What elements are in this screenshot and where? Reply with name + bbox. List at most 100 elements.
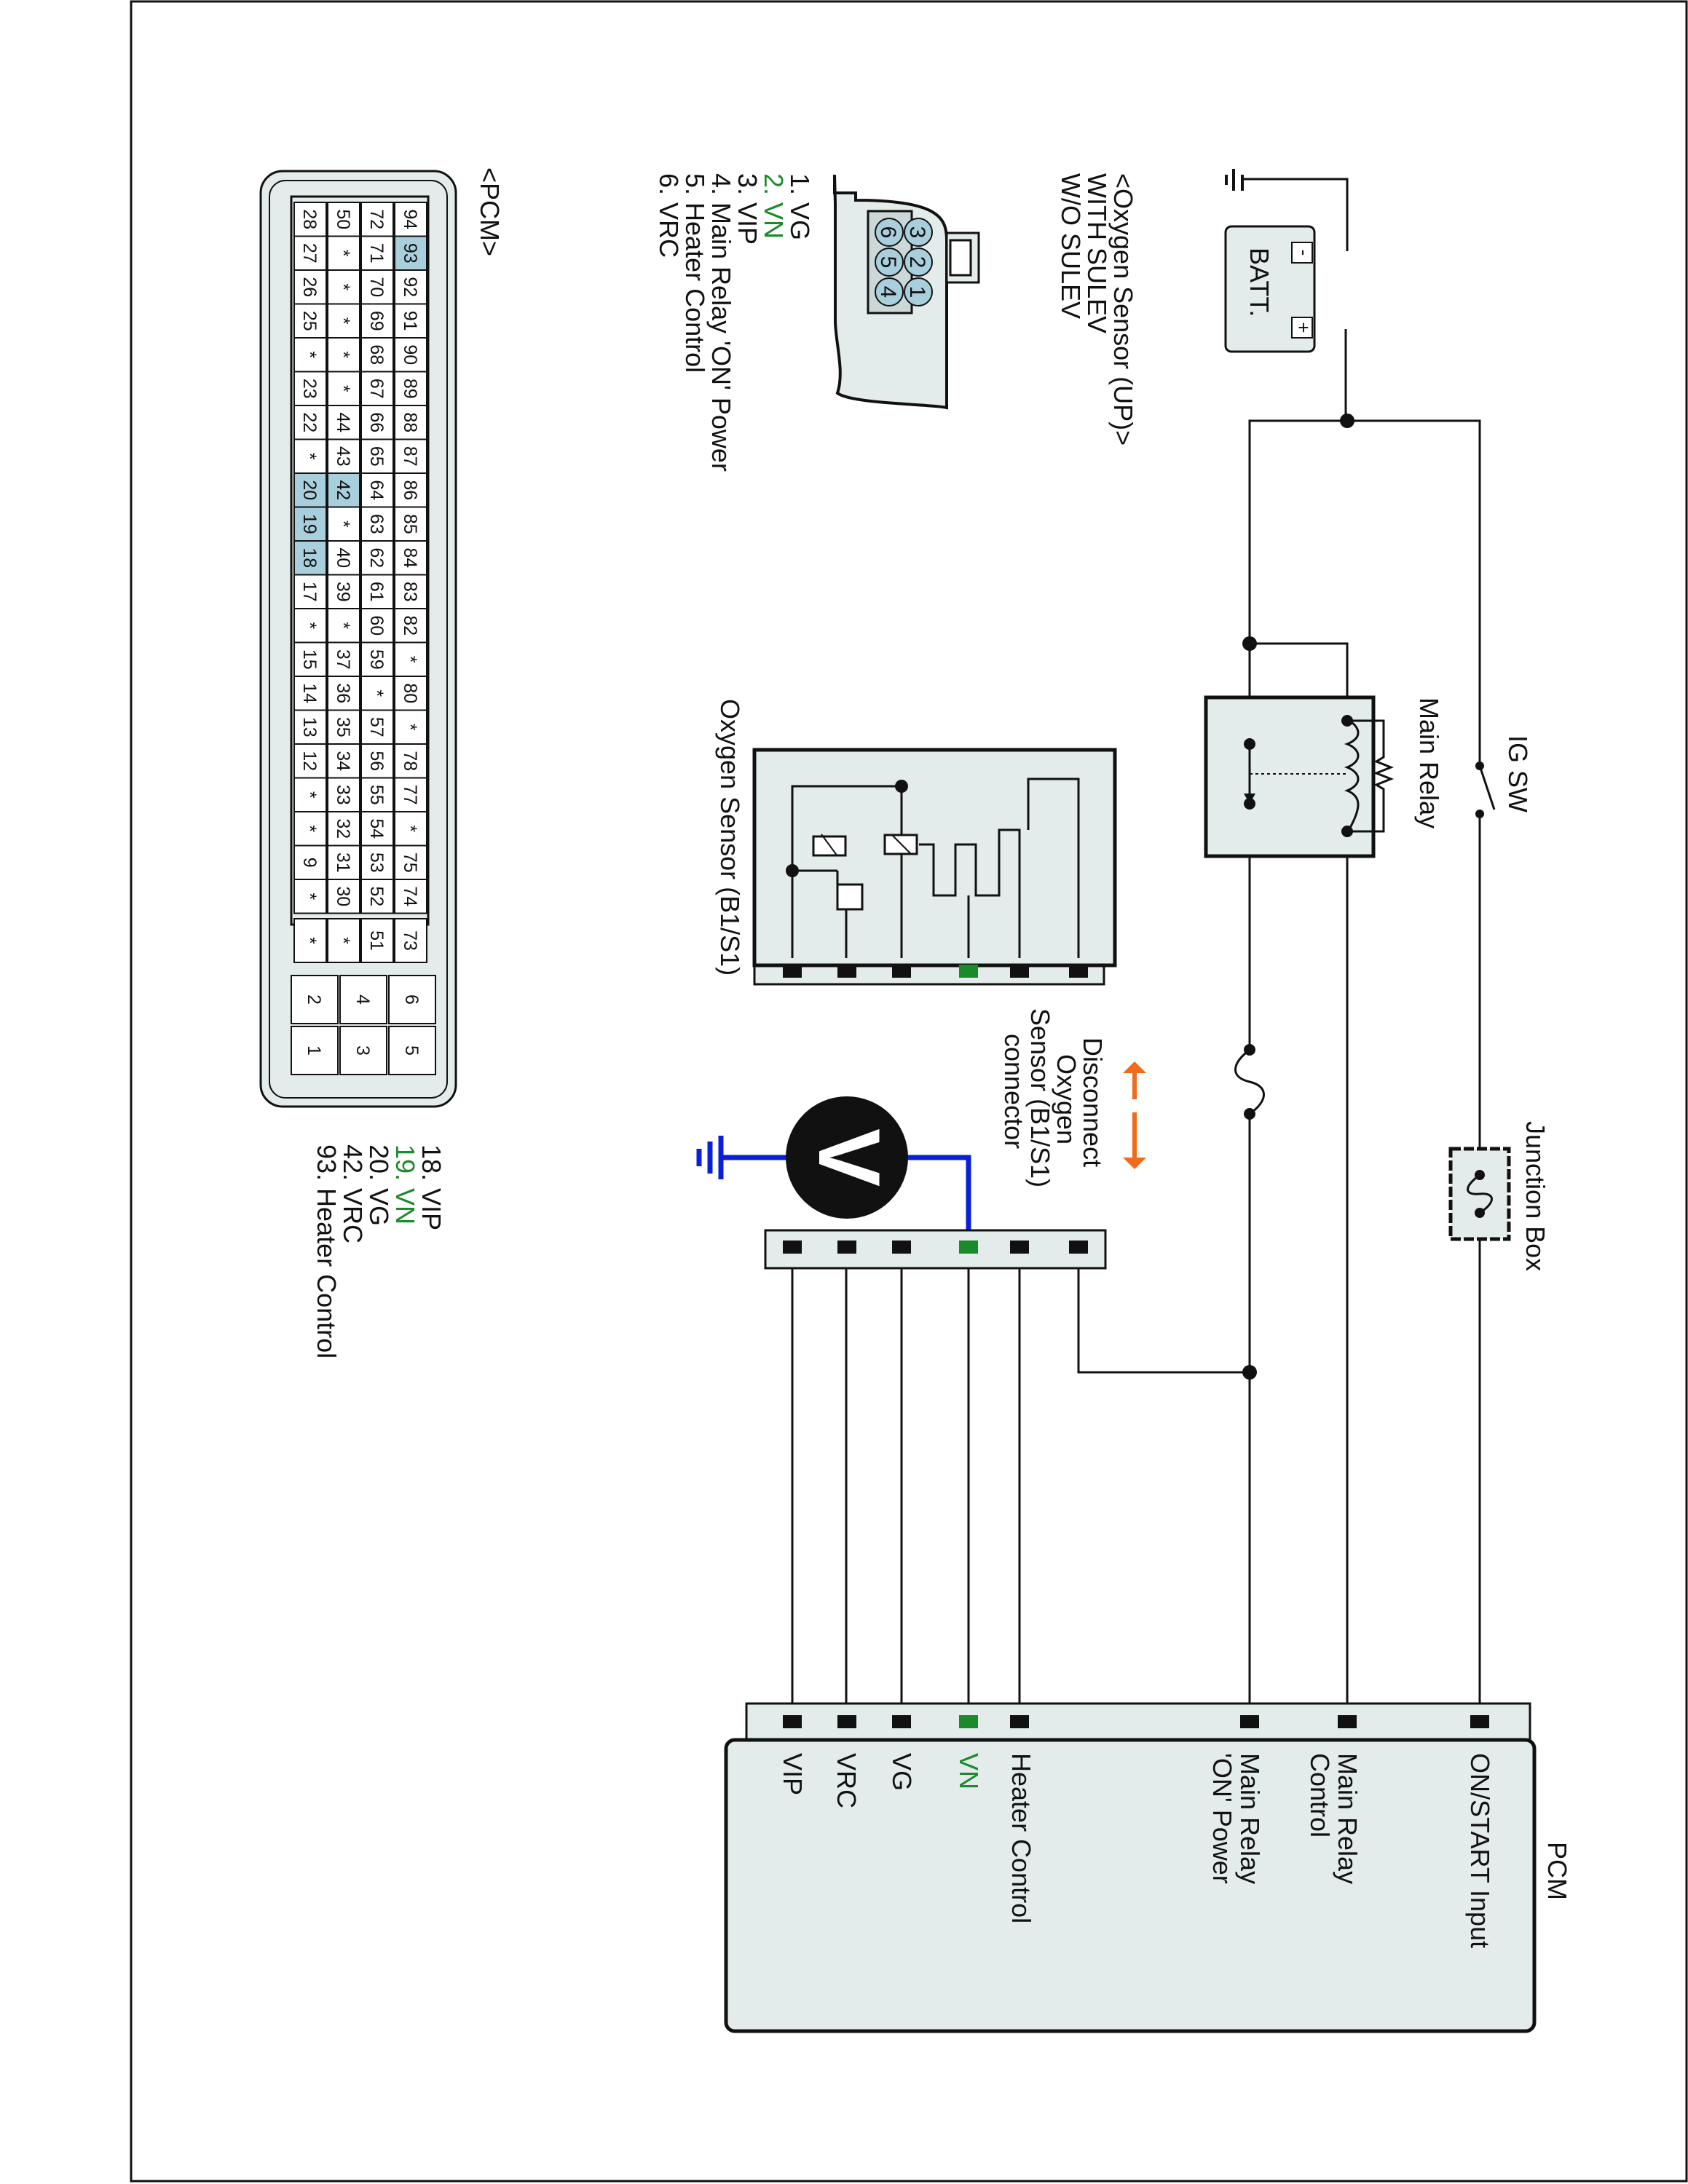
pcm-pin-cell (327, 337, 360, 373)
pcm-pin-label: 72 (366, 209, 387, 229)
pcm-pin-cell (360, 811, 394, 847)
pcm-pin-cell (293, 438, 327, 474)
pcm-pin-cell (360, 371, 394, 406)
pcm-pin-cell (291, 1026, 339, 1075)
pcm-pin-cell (293, 472, 327, 508)
pcm-pin-cell (327, 405, 360, 440)
pcm-pin-label: 25 (299, 311, 320, 331)
pcm-pin-label: * (333, 521, 353, 528)
sensor-legend-2: 2. VN (759, 173, 789, 239)
pcm-pin-cell (339, 975, 387, 1024)
sensor-legend-5: 5. Heater Control (680, 173, 710, 373)
pcm-pin-cell (360, 235, 394, 271)
connector-pin-6: 6 (876, 226, 900, 239)
pcm-pin-cell (293, 235, 327, 271)
pcm-pin-label: 22 (299, 412, 320, 432)
sensor-legend-6: 6. VRC (654, 173, 684, 258)
oxygen-sensor-label: Oxygen Sensor (B1/S1) (715, 699, 745, 976)
pcm-pin-label: * (333, 351, 353, 358)
pcm-pin-cell (360, 472, 394, 508)
pcm-pin-cell (327, 879, 360, 914)
pcm-pin-cell (293, 918, 327, 963)
pcm-pin-cell (394, 918, 427, 963)
pcm-pin-on-start: ON/START Input (1465, 1753, 1495, 1948)
sensor-connector-title-3: W/O SULEV (1056, 173, 1086, 319)
pcm-pin-label: 80 (400, 683, 420, 703)
sensor-legend-4: 4. Main Relay 'ON' Power (706, 173, 736, 472)
voltmeter: V (696, 1096, 971, 1245)
pcm-pin-cell (360, 269, 394, 305)
pcm-pin-label: 65 (366, 446, 387, 467)
pcm-pin-label: 91 (400, 311, 420, 331)
pcm-pin-cell (394, 844, 427, 880)
pcm-pin-cell (360, 574, 394, 609)
disconnect-line2: Oxygen (1052, 1054, 1081, 1144)
pcm-pin-label: * (333, 317, 353, 325)
pcm-pin-label: * (400, 724, 420, 731)
pcm-pin-label: * (366, 689, 387, 697)
pcm-pin-label: * (400, 825, 420, 832)
pcm-pin-cell (360, 641, 394, 677)
pcm-pin-label: * (299, 622, 320, 629)
pcm-pin-cell (388, 1026, 436, 1075)
pcm-pin-label: 40 (333, 547, 353, 568)
pcm-pin-label: 90 (400, 344, 420, 365)
pcm-pin-cell (360, 540, 394, 576)
pcm-pin-label: 59 (366, 649, 387, 670)
pcm-pin-cell (394, 608, 427, 644)
pcm-legend-3: 20. VG (364, 1144, 394, 1226)
pcm-pin-label: * (299, 893, 320, 900)
main-relay-label: Main Relay (1414, 697, 1444, 828)
pcm-pin-label: * (299, 791, 320, 799)
pcm-pin-cell (293, 743, 327, 779)
pcm-pin-cell (360, 777, 394, 812)
pcm-pin-relay-control-2: Control (1305, 1753, 1335, 1837)
pcm-legend-2: 19. VN (390, 1144, 420, 1224)
fuse-on-power (1234, 1044, 1265, 1120)
pcm-pin-cell (394, 777, 427, 812)
pcm-pin-label: 53 (366, 852, 387, 873)
pcm-pin-cell (394, 337, 427, 373)
pcm-pin-label: 42 (333, 480, 353, 500)
pcm-pin-label: 18 (299, 547, 320, 568)
pcm-pin-label: 26 (299, 277, 320, 297)
oxygen-sensor-connector-view: 1 2 3 4 5 6 <Oxygen Sensor (UP)> WITH SU… (654, 173, 1138, 472)
disconnect-line4: connector (999, 1034, 1029, 1149)
sensor-legend-3: 3. VIP (733, 173, 762, 245)
pcm-legend-5: 93. Heater Control (312, 1144, 342, 1358)
pcm-pin-label: 68 (366, 344, 387, 365)
pcm-pin-cell (327, 608, 360, 644)
pcm-pin-cell (394, 438, 427, 474)
pcm-pin-label: 88 (400, 412, 420, 432)
pcm-legend-1: 18. VIP (417, 1144, 446, 1230)
pcm-pin-cell (327, 777, 360, 812)
pcm-pin-cell (293, 641, 327, 677)
pcm-block-pin-label: 1 (304, 1045, 324, 1056)
pcm-pin-cell (293, 574, 327, 609)
pcm-pin-label: 71 (366, 243, 387, 264)
pcm-pin-label: 85 (400, 514, 420, 534)
pcm-pin-relay-power-1: Main Relay (1235, 1753, 1265, 1884)
pcm-pin-label: 31 (333, 852, 353, 873)
pcm-block-pin-label: 6 (401, 994, 422, 1005)
pcm-pin-cell (327, 709, 360, 745)
pcm-pin-label: 23 (299, 379, 320, 399)
pcm-pin-label: 57 (366, 717, 387, 737)
harness-connector (764, 1229, 1107, 1270)
battery-label: BATT. (1245, 248, 1274, 317)
pcm-pin-cell (394, 269, 427, 305)
pcm-pin-cell (360, 438, 394, 474)
pcm-block-pin-label: 2 (304, 994, 324, 1005)
pcm-title: PCM (1542, 1842, 1572, 1900)
pcm-pin-cell (293, 879, 327, 914)
pcm-pin-label: * (299, 825, 320, 832)
pcm-pin-cell (394, 709, 427, 745)
junction-box-label: Junction Box (1521, 1121, 1550, 1271)
ig-switch: IG SW (1475, 735, 1533, 818)
pcm-pin-cell (394, 540, 427, 576)
pcm-pin-label: 84 (400, 547, 420, 568)
pcm-pin-cell (360, 743, 394, 779)
pcm-pin-label: 74 (400, 886, 420, 906)
pcm-pin-cell (360, 303, 394, 339)
pcm-pin-cell (293, 777, 327, 812)
